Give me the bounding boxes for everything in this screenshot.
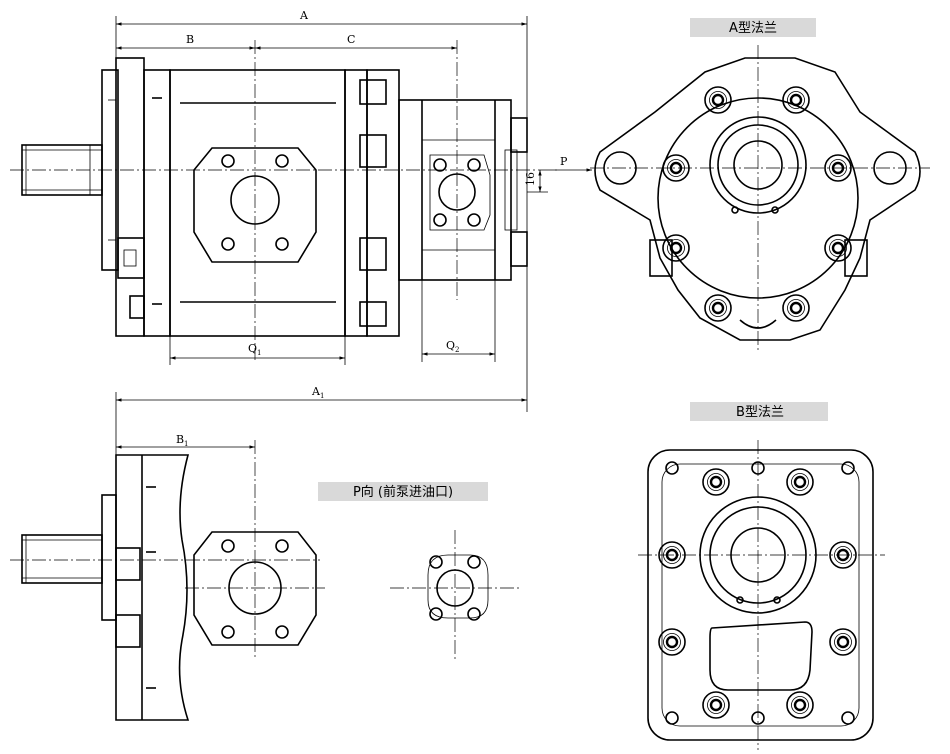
a-flange-banner <box>690 18 816 37</box>
dim-q2-sub: 2 <box>455 346 459 354</box>
rear-cover <box>344 69 400 337</box>
front-inlet-port <box>193 147 317 263</box>
a-flange-title: A型法兰 <box>729 21 777 36</box>
dim-a-label: A <box>299 9 309 22</box>
b-side-inlet-port <box>193 531 317 646</box>
dim-q1-sub: 1 <box>257 349 261 357</box>
dim-b1-label: B <box>176 433 184 446</box>
p-view-banner <box>318 482 488 501</box>
front-pump-body <box>143 69 346 337</box>
a-flange-outline <box>594 57 921 341</box>
b-flange-side-view: B 1 <box>10 433 325 721</box>
rear-pump-body <box>398 99 528 281</box>
dim-16-label: 16 <box>524 172 537 186</box>
side-view: A B C Q 1 Q 2 A 1 P 16 <box>10 9 592 480</box>
a-type-flange-view: A型法兰 <box>590 18 930 350</box>
dim-q1-label: Q <box>248 342 257 355</box>
p-view-title: P向 (前泵进油口) <box>353 484 453 500</box>
b-flange-title: B型法兰 <box>736 405 784 420</box>
dim-a1-sub: 1 <box>320 392 324 400</box>
b-type-flange-view: B型法兰 <box>638 402 885 750</box>
dim-b1-sub: 1 <box>184 440 188 448</box>
dim-c-label: C <box>347 33 355 46</box>
b-flange-banner <box>690 402 828 421</box>
dim-a1-label: A <box>311 385 321 398</box>
dim-b-label: B <box>186 33 194 46</box>
mounting-flange <box>101 57 145 337</box>
b-flange-outline <box>647 449 874 741</box>
p-direction-view: P向 (前泵进油口) <box>318 482 520 660</box>
dim-q2-label: Q <box>446 339 455 352</box>
dim-p-label: P <box>560 155 568 168</box>
dimension-lines <box>115 16 592 480</box>
